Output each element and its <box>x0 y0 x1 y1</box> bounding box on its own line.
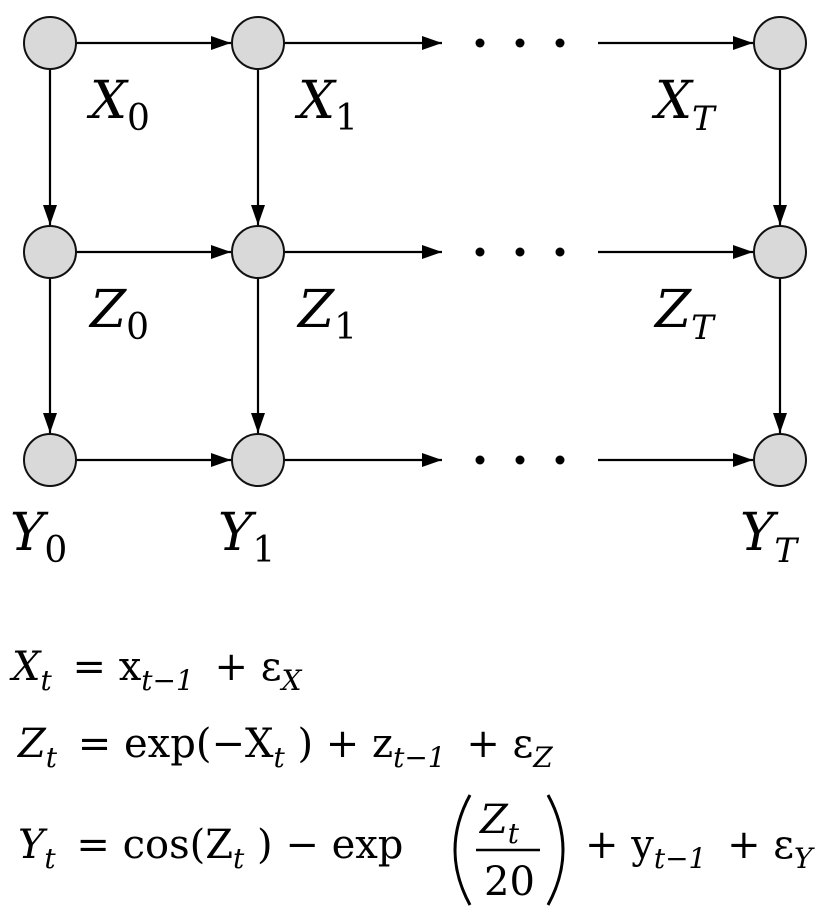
frac-num-sub: t <box>508 817 520 850</box>
node-Y0 <box>23 433 77 487</box>
eq-y-lhs-sub: t <box>44 842 56 875</box>
node-Z1 <box>231 225 285 279</box>
label-Z0: Z0 <box>88 280 149 348</box>
node-X1 <box>231 16 285 70</box>
eq-y-tail: + ε <box>727 822 794 868</box>
label-ZT: ZT <box>653 280 716 348</box>
svg-text:+ yt−1 + εY: + yt−1 + εY <box>585 822 815 878</box>
right-paren <box>546 794 565 906</box>
eq-y-rhs-a-sub: t <box>233 842 245 875</box>
label-XT: XT <box>651 71 717 139</box>
eq-y-rhs-a: = cos(Z <box>76 822 233 868</box>
eq-z-tail-sub: Z <box>532 741 553 774</box>
eq-z-lhs: Z <box>16 721 47 767</box>
eq-x-lhs-sub: t <box>40 664 52 697</box>
eq-z-rhs-b: ) + z <box>297 721 393 767</box>
svg-text:Zt = exp(−Xt ) + z: Zt = exp(−Xt ) + zt−1 + εZ <box>16 721 553 777</box>
eq-z-rhs-b-sub: t−1 <box>393 741 446 774</box>
svg-text:Xt = xt−1 + εX: Xt = xt−1 + εX <box>9 644 302 700</box>
node-Y1 <box>231 433 285 487</box>
ellipsis-layer <box>475 38 565 465</box>
ellipsis-dot-Z <box>555 247 565 257</box>
label-Y1: Y1 <box>218 503 275 571</box>
node-ZT <box>753 225 807 279</box>
eq-z-tail: + ε <box>466 721 533 767</box>
eq-x-rhs: = x <box>72 644 141 690</box>
eq-x-lhs: X <box>9 644 42 690</box>
eq-x-rhs-sub: t−1 <box>141 664 194 697</box>
eq-y-tail-sub: Y <box>794 842 815 875</box>
frac-num: Z <box>478 797 509 843</box>
ellipsis-dot-Y <box>515 455 525 465</box>
nodes-layer <box>23 16 807 487</box>
node-X0 <box>23 16 77 70</box>
node-XT <box>753 16 807 70</box>
edges-layer <box>43 36 787 467</box>
equation-y: Yt = cos(Zt ) − exp Zt 20 + yt−1 + εY <box>18 794 815 906</box>
ellipsis-dot-Z <box>515 247 525 257</box>
eq-y-rhs-c-sub: t−1 <box>654 842 707 875</box>
eq-z-rhs-a: = exp(−X <box>78 721 274 767</box>
node-Z0 <box>23 225 77 279</box>
labels-layer: X0 X1 XT Z0 Z1 ZT Y0 Y1 YT <box>10 71 799 571</box>
ellipsis-dot-Y <box>555 455 565 465</box>
svg-text:Yt = cos(Zt ) − ex: Yt = cos(Zt ) − exp <box>18 822 403 878</box>
eq-y-rhs-c: + y <box>585 822 654 868</box>
ellipsis-dot-X <box>475 38 485 48</box>
eq-x-tail: + ε <box>215 644 282 690</box>
label-X0: X0 <box>86 71 150 139</box>
eq-y-rhs-b: ) − exp <box>257 822 403 868</box>
ellipsis-dot-X <box>555 38 565 48</box>
label-Z1: Z1 <box>296 280 357 348</box>
equation-x: Xt = xt−1 + εX <box>9 644 302 700</box>
eq-x-tail-sub: X <box>279 664 302 697</box>
ellipsis-dot-X <box>515 38 525 48</box>
ellipsis-dot-Z <box>475 247 485 257</box>
label-X1: X1 <box>294 71 358 139</box>
label-YT: YT <box>740 503 799 571</box>
left-paren <box>453 794 472 906</box>
frac-den: 20 <box>484 859 535 905</box>
eq-y-lhs: Y <box>18 822 48 868</box>
equation-z: Zt = exp(−Xt ) + zt−1 + εZ <box>16 721 553 777</box>
node-YT <box>753 433 807 487</box>
label-Y0: Y0 <box>10 503 67 571</box>
ellipsis-dot-Y <box>475 455 485 465</box>
svg-text:Zt: Zt <box>478 797 520 850</box>
eq-z-rhs-a-sub: t <box>273 741 285 774</box>
eq-z-lhs-sub: t <box>46 741 58 774</box>
